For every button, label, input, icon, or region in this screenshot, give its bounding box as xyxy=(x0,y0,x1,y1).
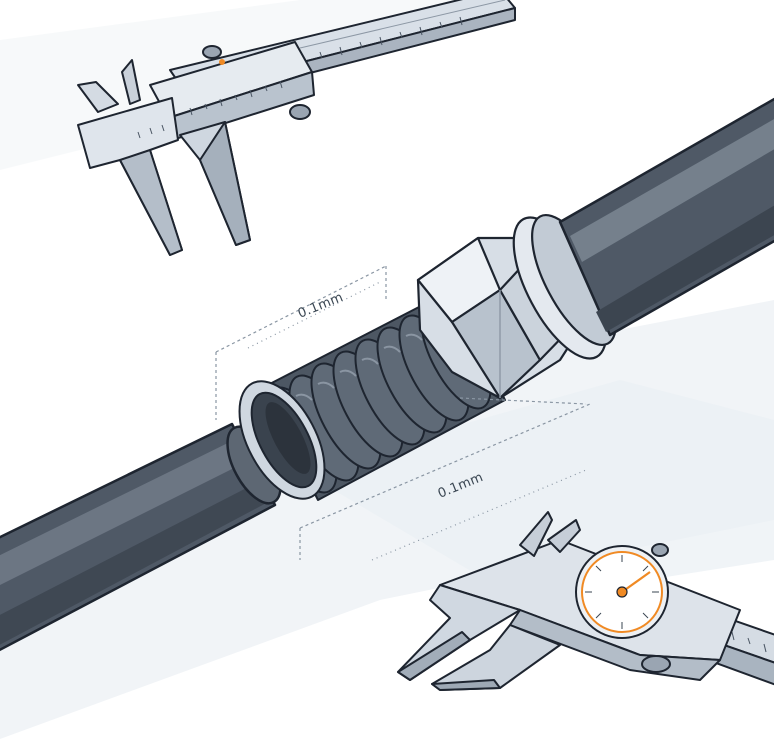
right-hose xyxy=(558,97,774,337)
top-dimension-label: 0.1mm xyxy=(296,290,346,322)
top-dimension-line xyxy=(215,265,387,420)
vernier-caliper-icon xyxy=(77,0,516,256)
bottom-dimension-line xyxy=(299,397,591,561)
hex-nut-ferrule-icon xyxy=(416,213,617,400)
dial-caliper-icon xyxy=(397,511,774,691)
left-hose xyxy=(0,422,282,652)
